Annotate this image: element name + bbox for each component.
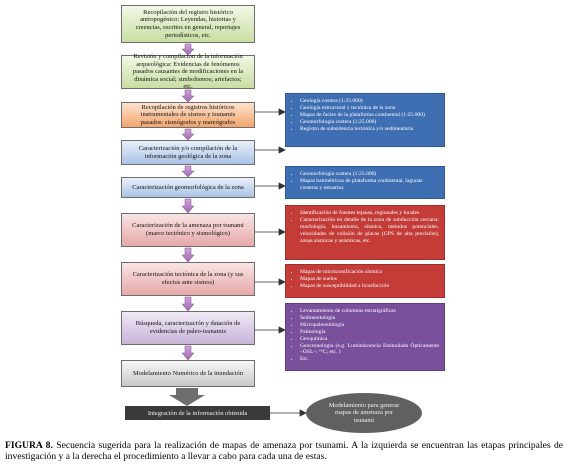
panel-item: Registro de subsidencia tectónica y/o se… <box>300 126 439 133</box>
side-connectors <box>253 108 307 417</box>
figure-caption: FIGURA 8. Secuencia sugerida para la rea… <box>5 440 563 463</box>
step-label: Recopilación del registro histórico antr… <box>135 8 241 39</box>
down-arrow <box>181 165 195 178</box>
step-tsunami-hazard: Caracterización de la amenaza por tsunam… <box>121 213 255 247</box>
panel-item: Caracterización en detalle de la zona de… <box>300 217 439 245</box>
step-geological: Caracterización y/o compilación de la in… <box>121 140 255 165</box>
panel-geomorphology-procedures: Geomorfología costera (1:25.000) Mapas b… <box>285 166 445 199</box>
panel-tectonic-procedures: Mapas de microzonificación sísmica Mapas… <box>285 264 445 298</box>
panel-item: Etc. <box>300 356 439 363</box>
step-label: Revisión y compilación de la información… <box>132 53 244 91</box>
panel-item: Sedimentología <box>300 315 439 322</box>
down-arrow-large <box>169 388 205 406</box>
step-geomorphological: Caracterización geomorfológica de la zon… <box>121 177 255 198</box>
step-label: Caracterización de la amenaza por tsunam… <box>132 222 244 237</box>
panel-item: Mapas de susceptibilidad a licuefacción <box>300 283 439 290</box>
figure-caption-text: Secuencia sugerida para la realización d… <box>5 440 563 463</box>
down-arrow <box>181 198 195 214</box>
down-arrow <box>181 43 195 56</box>
step-historical-anthropogenic: Recopilación del registro histórico antr… <box>121 5 255 43</box>
step-instrumental-records: Recopilación de registros históricos ins… <box>121 102 255 128</box>
down-arrow <box>181 89 195 103</box>
down-arrow <box>181 247 195 263</box>
down-arrow <box>181 128 195 141</box>
integration-label: Integración de la información obtenida <box>147 409 248 417</box>
panel-item: Mapas de microzonificación sísmica <box>300 269 439 276</box>
panel-hazard-procedures: Identificación de fuentes lejanas, regio… <box>285 205 445 260</box>
panel-item: Mapas de facies de la plataforma contine… <box>300 112 439 119</box>
panel-item: Palinología <box>300 329 439 336</box>
figure-label: FIGURA 8. <box>5 440 53 451</box>
panel-item: Geoquímica <box>300 336 439 343</box>
step-label: Búsqueda, caracterización y datación de … <box>135 320 241 335</box>
step-label: Modelamiento Numérico de la inundación <box>132 369 244 377</box>
panel-item: Geomorfología costera (1:25.000) <box>300 171 439 178</box>
panel-paleotsunami-procedures: Levantamiento de columnas estratigráfica… <box>285 303 445 371</box>
panel-item: Geología estructural y tectónica de la z… <box>300 105 439 112</box>
panel-geology-procedures: Geología costera (1:25.000) Geología est… <box>285 93 445 147</box>
down-arrows <box>181 43 195 361</box>
panel-item: Micropaleontología <box>300 322 439 329</box>
panel-item: Geocronología (e.g. Luminiscencia Estimu… <box>300 343 439 357</box>
final-result-oval: Modelamiento para generar mapas de amena… <box>306 393 422 433</box>
step-label: Caracterización geomorfológica de la zon… <box>132 183 244 191</box>
step-archaeological: Revisión y compilación de la información… <box>121 53 255 91</box>
down-arrow <box>181 296 195 312</box>
integration-box: Integración de la información obtenida <box>125 406 270 420</box>
step-numerical-modeling: Modelamiento Numérico de la inundación <box>121 360 255 387</box>
panel-item: Mapas batimétricos de plataforma contine… <box>300 178 439 192</box>
panel-item: Levantamiento de columnas estratigráfica… <box>300 308 439 315</box>
panel-item: Mapas de suelos <box>300 276 439 283</box>
down-arrow <box>181 345 195 361</box>
step-paleo-tsunami: Búsqueda, caracterización y datación de … <box>121 311 255 345</box>
step-label: Recopilación de registros históricos ins… <box>140 103 236 126</box>
step-label: Caracterización tectónica de la zona (y … <box>132 271 244 286</box>
panel-item: Identificación de fuentes lejanas, regio… <box>300 210 439 217</box>
step-label: Caracterización y/o compilación de la in… <box>138 144 238 160</box>
step-tectonic: Caracterización tectónica de la zona (y … <box>121 262 255 296</box>
panel-item: Geomorfología costera (1:25.000) <box>300 119 439 126</box>
final-result-label: Modelamiento para generar mapas de amena… <box>328 402 400 424</box>
panel-item: Geología costera (1:25.000) <box>300 98 439 105</box>
